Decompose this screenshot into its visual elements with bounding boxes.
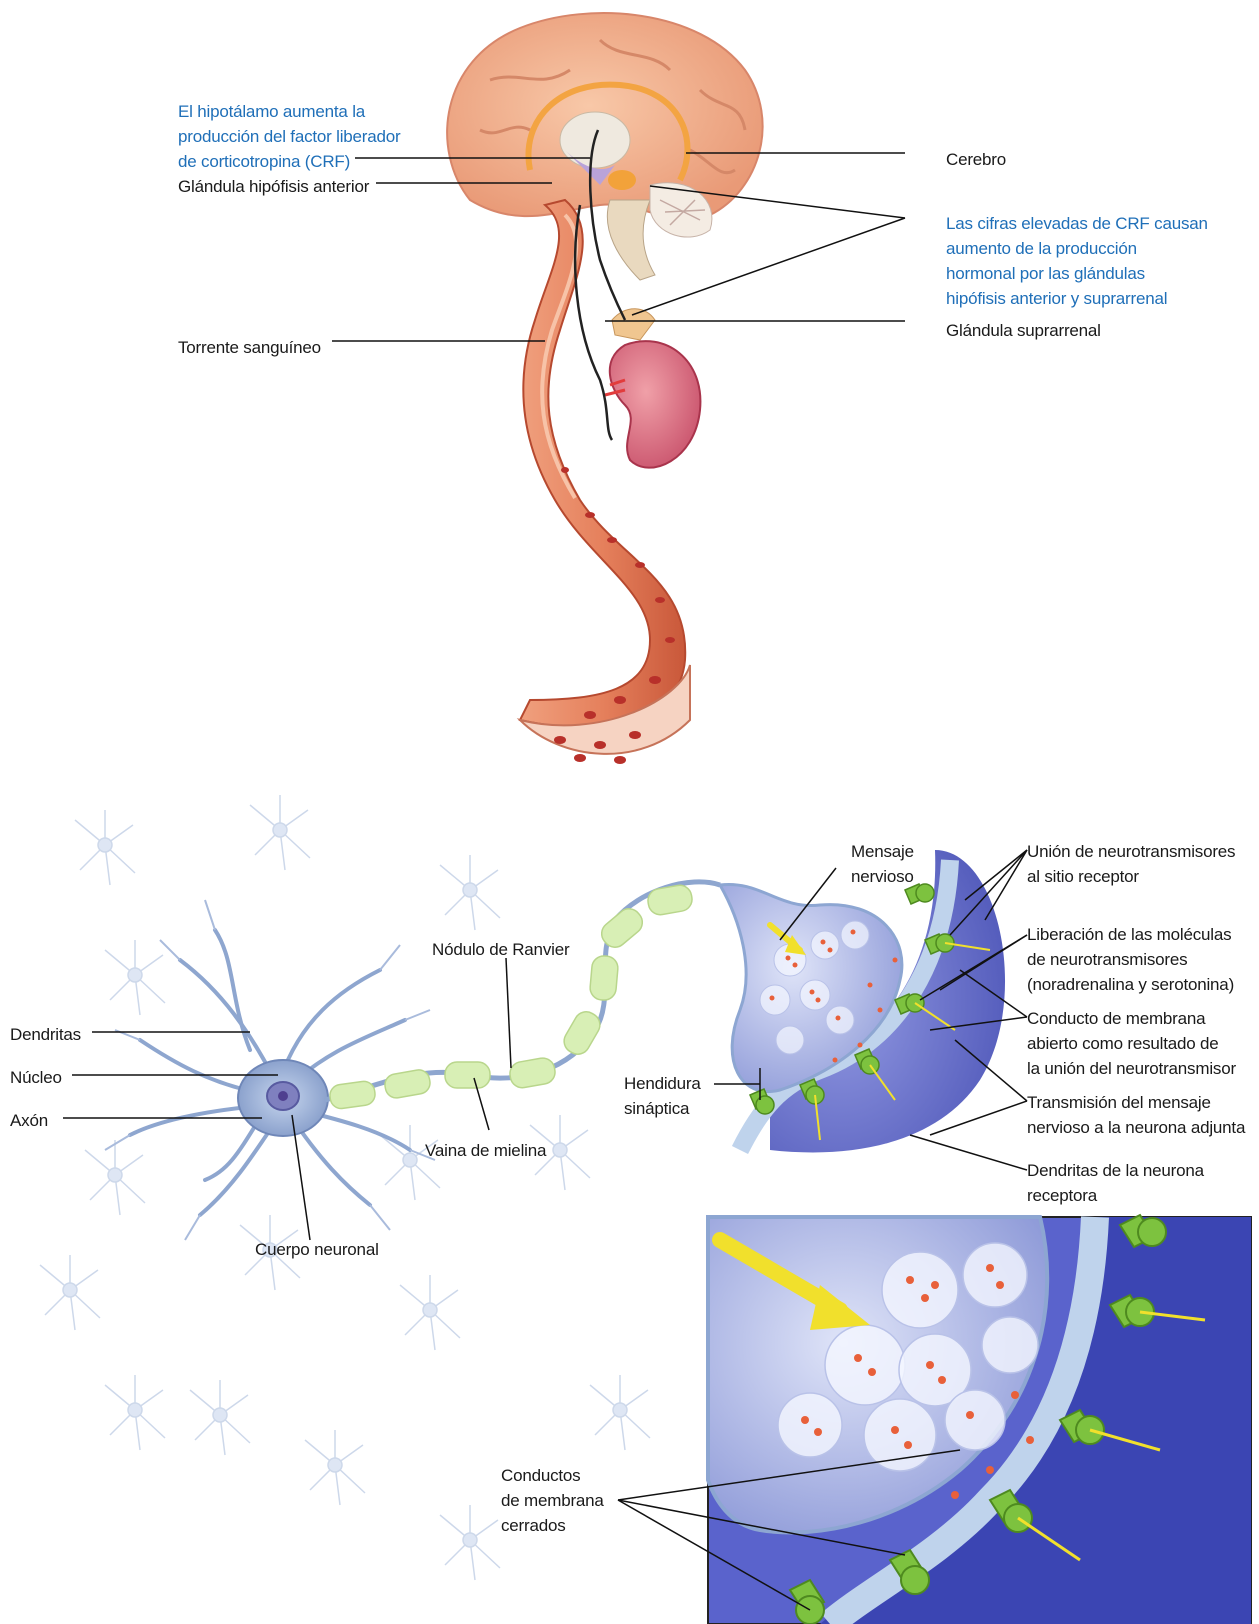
adrenal-gland-label: Glándula suprarrenal: [946, 318, 1101, 343]
bloodstream-label: Torrente sanguíneo: [178, 335, 321, 360]
release-label: Liberación de las moléculas de neurotran…: [1027, 922, 1234, 997]
blood-vessel: [520, 200, 690, 764]
brain-label: Cerebro: [946, 147, 1006, 172]
synaptic-cleft-label: Hendidura sináptica: [624, 1071, 701, 1121]
closed-channels-label: Conductos de membrana cerrados: [501, 1463, 604, 1538]
dendrites-label: Dendritas: [10, 1022, 81, 1047]
myelin-sheath-label: Vaina de mielina: [425, 1138, 546, 1163]
nerve-message-label: Mensaje nervioso: [851, 839, 914, 889]
synapse-detail-inset: [708, 1215, 1251, 1624]
main-neuron: [105, 900, 435, 1240]
axon-label: Axón: [10, 1108, 48, 1133]
node-of-ranvier-label: Nódulo de Ranvier: [432, 937, 569, 962]
crf-effect-note: Las cifras elevadas de CRF causan aument…: [946, 211, 1208, 311]
receptor-dendrites-label: Dendritas de la neurona receptora: [1027, 1158, 1204, 1208]
transmission-label: Transmisión del mensaje nervioso a la ne…: [1027, 1090, 1245, 1140]
kidney-and-adrenal-gland: [605, 309, 700, 468]
hypothalamus-note: El hipotálamo aumenta la producción del …: [178, 99, 401, 174]
synapse-overview: [720, 850, 1005, 1152]
brain-illustration: [447, 13, 762, 280]
nucleus-label: Núcleo: [10, 1065, 62, 1090]
binding-label: Unión de neurotransmisores al sitio rece…: [1027, 839, 1235, 889]
open-channel-label: Conducto de membrana abierto como result…: [1027, 1006, 1236, 1081]
anterior-pituitary-label: Glándula hipófisis anterior: [178, 174, 369, 199]
cell-body-label: Cuerpo neuronal: [255, 1237, 379, 1262]
